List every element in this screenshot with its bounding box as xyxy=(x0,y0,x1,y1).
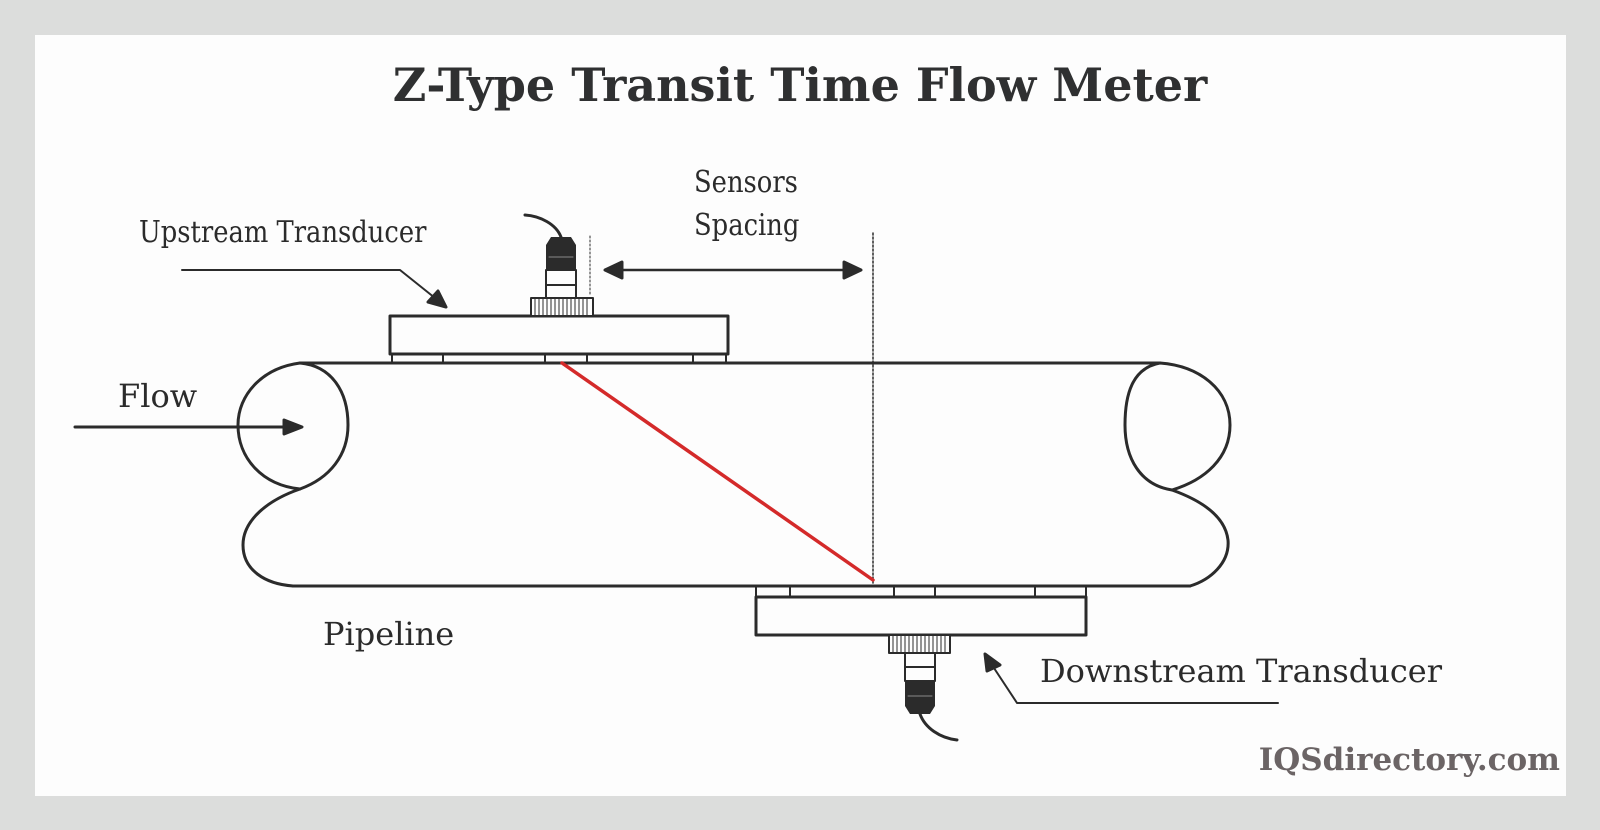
downstream-leader-arrow xyxy=(983,652,1279,704)
brand-watermark: IQSdirectory.com xyxy=(1258,742,1560,778)
upstream-transducer-label: Upstream Transducer xyxy=(139,215,427,250)
upstream-leader-arrow xyxy=(181,269,448,309)
diagram-title: Z-Type Transit Time Flow Meter xyxy=(392,58,1208,112)
sensor-spacing-indicator xyxy=(589,232,874,585)
sensors-spacing-label-line2: Spacing xyxy=(694,208,800,243)
downstream-transducer-label: Downstream Transducer xyxy=(1040,652,1443,690)
pipeline-shape xyxy=(236,361,1232,588)
diagram-panel xyxy=(35,35,1566,796)
signal-path-line xyxy=(560,361,875,582)
flow-label: Flow xyxy=(118,377,198,415)
pipeline-label: Pipeline xyxy=(323,615,455,653)
flow-arrow xyxy=(73,418,304,436)
downstream-transducer-shape xyxy=(754,585,1088,742)
sensors-spacing-label-line1: Sensors xyxy=(694,165,798,200)
upstream-transducer-shape xyxy=(388,213,730,364)
